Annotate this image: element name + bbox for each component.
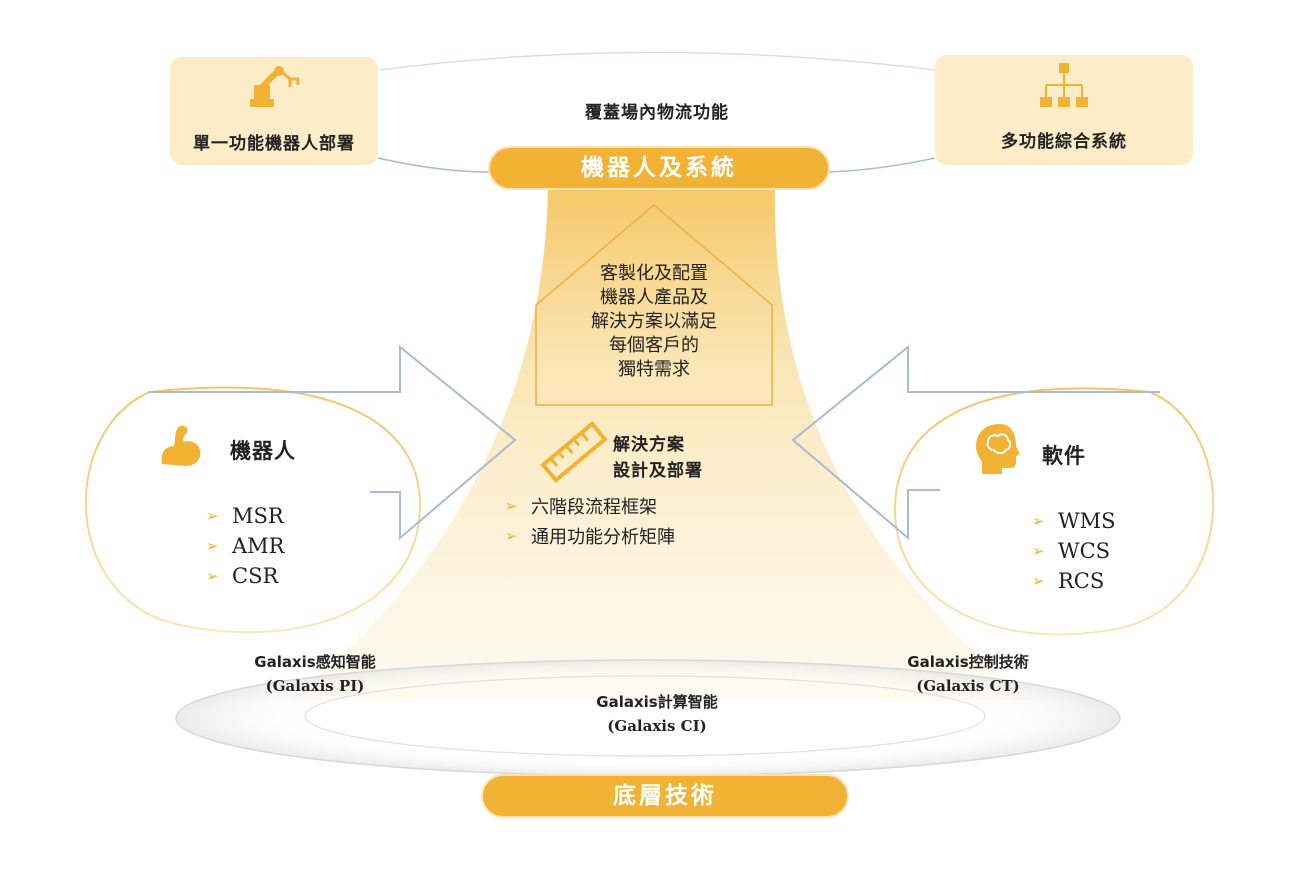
- solution-title: 解決方案 設計及部署: [613, 432, 703, 484]
- top-arc-right: [827, 157, 936, 173]
- arrow-bullet-icon: ➢: [206, 507, 219, 525]
- robots-systems-pill: 機器人及系統: [490, 148, 828, 188]
- list-item: ➢ CSR: [206, 561, 284, 591]
- galaxis-ci-label: Galaxis計算智能 (Galaxis CI): [557, 690, 757, 738]
- top-arc-upper: [379, 51, 936, 71]
- hierarchy-icon: [1040, 63, 1088, 107]
- house-line: 解決方案以滿足: [591, 311, 717, 332]
- single-function-box: 單一功能機器人部署: [170, 57, 378, 165]
- single-function-label: 單一功能機器人部署: [193, 134, 355, 154]
- coverage-label: 覆蓋場內物流功能: [585, 103, 729, 123]
- brain-head-icon: [976, 424, 1020, 474]
- software-item: WMS: [1058, 509, 1116, 533]
- galaxis-pi-line2: (Galaxis PI): [265, 677, 365, 695]
- underlying-tech-pill: 底層技術: [483, 776, 847, 816]
- software-item: RCS: [1058, 569, 1105, 593]
- solution-title-line1: 解決方案: [613, 435, 685, 455]
- list-item: ➢ 六階段流程框架: [505, 491, 675, 521]
- robot-list: ➢ MSR ➢ AMR ➢ CSR: [206, 501, 284, 591]
- list-item: ➢ WMS: [1032, 506, 1115, 536]
- robot-item: CSR: [232, 564, 279, 588]
- robot-item: AMR: [232, 534, 285, 558]
- arrow-bullet-icon: ➢: [1032, 542, 1045, 560]
- house-line: 獨特需求: [618, 359, 690, 380]
- platform-inner-ellipse: [304, 675, 986, 757]
- list-item: ➢ 通用功能分析矩陣: [505, 521, 675, 551]
- software-title: 軟件: [1042, 444, 1086, 468]
- arrow-bullet-icon: ➢: [505, 527, 518, 545]
- arrow-bullet-icon: ➢: [206, 567, 219, 585]
- ruler-icon: [540, 420, 608, 484]
- house-line: 客製化及配置: [600, 263, 708, 284]
- arrow-bullet-icon: ➢: [206, 537, 219, 555]
- right-arrow: [791, 344, 1160, 541]
- arrow-bullet-icon: ➢: [1032, 572, 1045, 590]
- galaxis-ci-line1: Galaxis計算智能: [596, 693, 718, 711]
- arrow-bullet-icon: ➢: [505, 497, 518, 515]
- robot-item: MSR: [232, 504, 284, 528]
- list-item: ➢ MSR: [206, 501, 284, 531]
- house-text: 客製化及配置 機器人產品及 解決方案以滿足 每個客戶的 獨特需求: [546, 262, 762, 382]
- bullet-text: 通用功能分析矩陣: [531, 527, 675, 548]
- house-line: 每個客戶的: [609, 335, 699, 356]
- right-circle: [893, 387, 1215, 636]
- software-item: WCS: [1058, 539, 1111, 563]
- galaxis-pi-label: Galaxis感知智能 (Galaxis PI): [215, 650, 415, 698]
- software-list: ➢ WMS ➢ WCS ➢ RCS: [1032, 506, 1115, 596]
- house-line: 機器人產品及: [600, 287, 708, 308]
- robots-title: 機器人: [230, 439, 296, 463]
- multi-function-box: 多功能綜合系統: [935, 55, 1193, 165]
- list-item: ➢ AMR: [206, 531, 284, 561]
- left-arrow: [148, 344, 517, 541]
- list-item: ➢ RCS: [1032, 566, 1115, 596]
- solution-title-line2: 設計及部署: [613, 461, 703, 481]
- bullet-text: 六階段流程框架: [531, 497, 657, 518]
- galaxis-ci-line2: (Galaxis CI): [607, 717, 707, 735]
- funnel-shape: [290, 185, 1030, 700]
- robot-arm-icon: [250, 66, 300, 107]
- galaxis-ct-line1: Galaxis控制技術: [907, 653, 1029, 671]
- galaxis-ct-label: Galaxis控制技術 (Galaxis CT): [868, 650, 1068, 698]
- list-item: ➢ WCS: [1032, 536, 1115, 566]
- top-arc-left: [377, 157, 491, 173]
- muscle-arm-icon: [161, 425, 201, 466]
- galaxis-pi-line1: Galaxis感知智能: [254, 653, 376, 671]
- multi-function-label: 多功能綜合系統: [1001, 132, 1127, 152]
- arrow-bullet-icon: ➢: [1032, 512, 1045, 530]
- galaxis-ct-line2: (Galaxis CT): [916, 677, 1020, 695]
- solution-bullets: ➢ 六階段流程框架 ➢ 通用功能分析矩陣: [505, 491, 675, 551]
- house-outline: [535, 204, 773, 406]
